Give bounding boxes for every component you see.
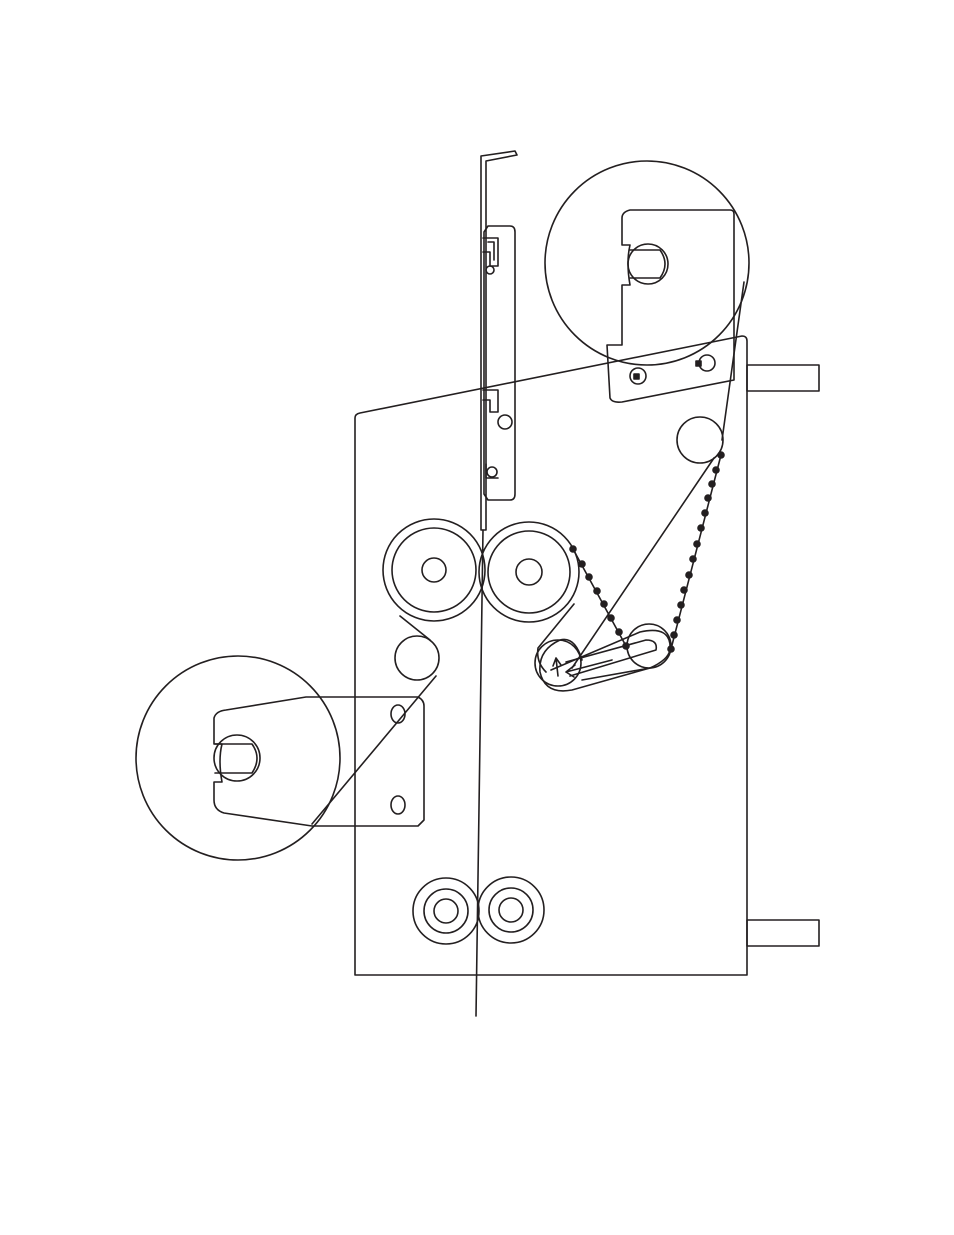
left-idler-roller (395, 636, 439, 680)
lower-roller-left-outer (413, 878, 479, 944)
lower-roller-right-inner (499, 898, 523, 922)
blade-clamp-upper-inner (488, 242, 494, 260)
nip-roller-left-inner (392, 528, 476, 612)
rewind-roll-hub-notch (630, 250, 665, 278)
supply-roll-disc (136, 656, 340, 860)
dancer-arm (535, 624, 671, 691)
nip-roller-right-inner (488, 531, 570, 613)
rewind-plate-bolt-left-head (634, 374, 639, 379)
lower-roller-left-middle (424, 889, 468, 933)
mounting-bracket-lower (747, 920, 819, 946)
blade-holder-bar (484, 226, 515, 500)
nip-roller-left-hub (422, 558, 446, 582)
web-path (312, 282, 744, 1016)
supply-roll (136, 656, 424, 860)
web-blade-to-frame-bottom (476, 530, 483, 1016)
lower-roller-right-outer (478, 877, 544, 943)
rewind-plate-bolt-right-head (696, 361, 701, 366)
dotted-web-path-left-line (573, 549, 626, 646)
blade-pin-upper (486, 266, 494, 274)
lower-roller-right-middle (489, 888, 533, 932)
upper-idler-roller (677, 417, 723, 463)
dispensing-blade-assembly (481, 151, 517, 530)
rewind-roll-plate (607, 210, 734, 402)
nip-roller-right-hub (516, 559, 542, 585)
nip-roller-left-outer (383, 519, 485, 621)
dancer-pivot-roller (535, 640, 581, 686)
supply-plate-bolt-lower (391, 796, 405, 814)
dancer-motion-arrow (553, 658, 612, 677)
web-rewind-to-idler (722, 282, 744, 440)
rewind-roll (545, 161, 749, 402)
supply-roll-hub (214, 735, 260, 781)
lower-roller-left-inner (434, 899, 458, 923)
mounting-bracket-upper (747, 365, 819, 391)
nip-roller-right-outer (479, 522, 579, 622)
upper-nip-roller-pair (383, 519, 579, 622)
frame-outline (355, 336, 747, 975)
supply-roll-plate (214, 697, 424, 826)
rewind-roll-disc (545, 161, 749, 365)
blade-holder-screw (498, 415, 512, 429)
blade-pin-lower (487, 467, 497, 477)
